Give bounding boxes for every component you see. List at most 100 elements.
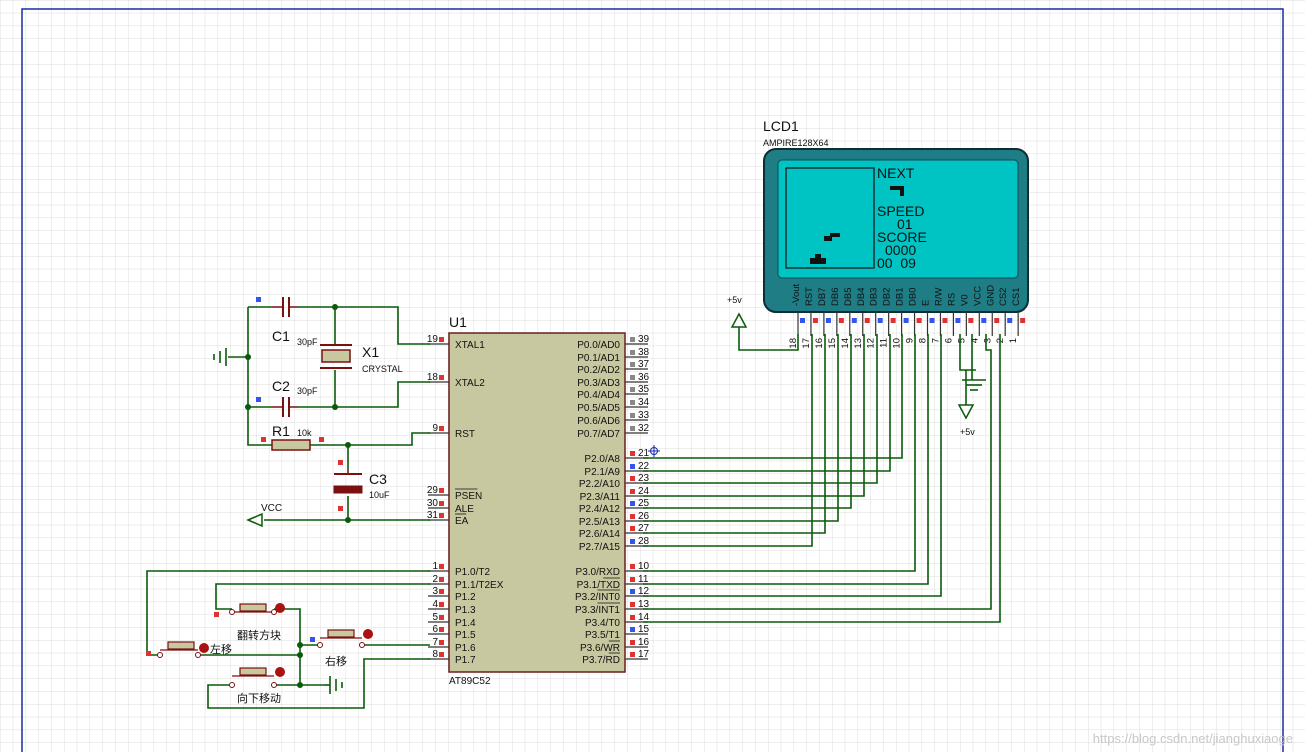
lcd-pin-7[interactable]: R/W7 — [930, 288, 948, 344]
mcu-pin-6[interactable]: 6P1.5 — [428, 624, 476, 641]
watermark: https://blog.csdn.net/jianghuxiaoge — [1092, 731, 1293, 746]
resistor-r1[interactable]: R1 10k — [271, 423, 312, 451]
mcu-pin-number: 12 — [638, 586, 650, 597]
lcd-pin-6[interactable]: RS6 — [943, 293, 961, 344]
plus5v-port-top: +5v — [727, 295, 748, 328]
button-left[interactable]: 左移 — [157, 641, 233, 658]
mcu-pin-label: P1.6 — [455, 643, 476, 654]
crosshair-icon — [648, 445, 660, 457]
lcd-pin-11[interactable]: DB2 11 — [879, 288, 896, 348]
mcu-pin-label: P2.5/A13 — [579, 517, 621, 528]
lcd-module[interactable]: LCD1 AMPIRE128X64 NEXT SPEED 01 SCORE 00… — [763, 118, 1029, 349]
mcu-pin-label: EA — [455, 516, 469, 527]
button-down[interactable]: 向下移动 — [229, 667, 286, 705]
mcu-pin-number: 33 — [638, 410, 650, 421]
mcu-pin-number: 39 — [638, 334, 650, 345]
lcd-pin-number: 13 — [853, 338, 864, 349]
mcu-pin-7[interactable]: 7P1.6 — [428, 637, 476, 654]
mcu-pin-label: ALE — [455, 504, 474, 515]
mcu-pin-label: P1.4 — [455, 618, 476, 629]
mcu-pin-3[interactable]: 3P1.2 — [428, 586, 476, 603]
lcd-pin-5[interactable]: V05 — [956, 294, 974, 343]
lcd-score-label: SCORE — [877, 229, 927, 245]
svg-text:+5v: +5v — [960, 427, 975, 437]
mcu-pin-label: P1.1/T2EX — [455, 580, 504, 591]
ground-icon — [325, 676, 343, 694]
button-down-label: 向下移动 — [237, 691, 281, 705]
capacitor-c3[interactable]: C3 10uF — [333, 470, 390, 500]
mcu-pin-1[interactable]: 1P1.0/T2 — [428, 561, 490, 578]
wires — [146, 306, 1001, 709]
mcu-pin-5[interactable]: 5P1.4 — [428, 612, 476, 629]
lcd-speed-label: SPEED — [877, 203, 924, 219]
lcd-time-value: 00 09 — [877, 255, 916, 271]
capacitor-c2[interactable]: C2 30pF — [272, 378, 318, 417]
mcu-pin-number: 28 — [638, 536, 650, 547]
button-rotate[interactable]: 翻转方块 — [229, 603, 286, 642]
mcu-pin-label: XTAL2 — [455, 378, 485, 389]
next-piece-block — [890, 186, 904, 190]
mcu-pin-8[interactable]: 8P1.7 — [428, 649, 476, 666]
lcd-pin-number: 8 — [918, 338, 929, 343]
lcd-pin-name: E — [921, 300, 932, 306]
lcd-pin-name: DB0 — [908, 288, 919, 306]
lcd-pin-name: DB2 — [882, 288, 893, 306]
mcu-pin-number: 4 — [432, 599, 438, 610]
mcu-pin-number: 8 — [432, 649, 438, 660]
c1-value: 30pF — [297, 337, 318, 347]
capacitor-c1[interactable]: C1 30pF — [272, 297, 318, 347]
mcu-pin-number: 22 — [638, 461, 650, 472]
lcd-part: AMPIRE128X64 — [763, 138, 829, 148]
mcu-pin-label: P3.1/TXD — [577, 580, 620, 591]
mcu-pin-number: 7 — [432, 637, 438, 648]
tetris-block — [815, 254, 821, 259]
lcd-pin-8[interactable]: E8 — [918, 300, 935, 344]
mcu-part: AT89C52 — [449, 676, 491, 687]
mcu-pin-4[interactable]: 4P1.3 — [428, 599, 476, 616]
mcu-pin-label: P0.7/AD7 — [577, 429, 620, 440]
vcc-port: VCC — [246, 503, 282, 528]
mcu-pin-2[interactable]: 2P1.1/T2EX — [428, 574, 504, 591]
svg-text:VCC: VCC — [261, 503, 282, 514]
button-right[interactable]: 右移 — [317, 629, 374, 668]
ground-icon — [213, 348, 227, 366]
c3-ref: C3 — [369, 471, 387, 487]
lcd-pin-name: CS2 — [998, 288, 1009, 306]
lcd-pin-number: 11 — [879, 338, 890, 348]
button-rotate-label: 翻转方块 — [237, 628, 281, 642]
crystal-x1[interactable]: X1 CRYSTAL — [320, 344, 403, 374]
button-left-label: 左移 — [210, 643, 232, 656]
mcu-u1[interactable]: U1 AT89C52 19XTAL118XTAL29RST29PSEN30ALE… — [427, 314, 650, 687]
